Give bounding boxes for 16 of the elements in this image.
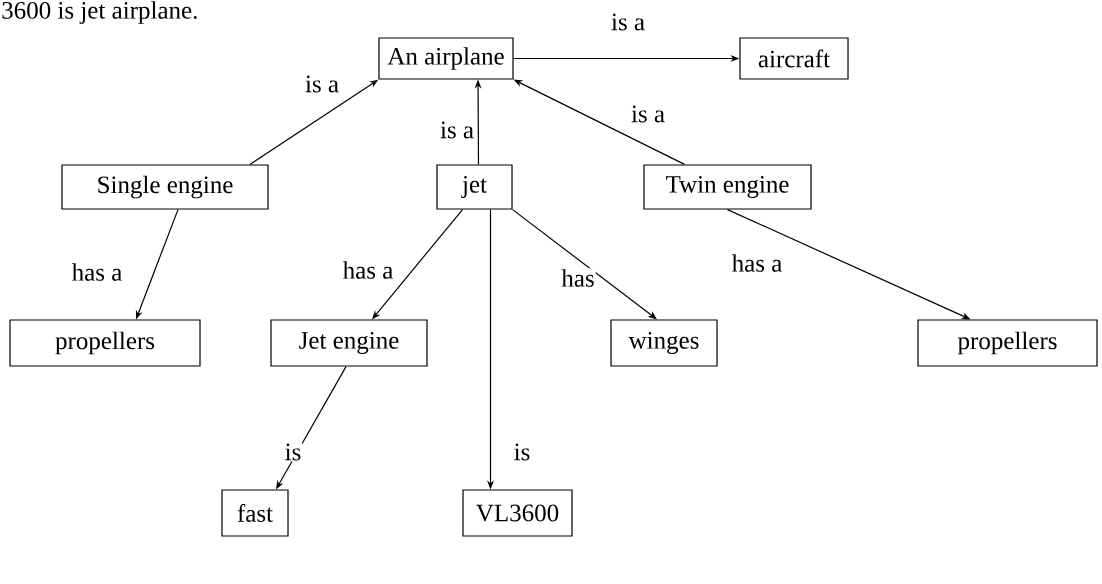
concept-box: Twin engine	[643, 164, 812, 210]
concept-box: Single engine	[61, 164, 269, 210]
edge-label: has a	[730, 253, 784, 273]
note-text: 3600 is jet airplane.	[2, 1, 197, 24]
concept-box: jet	[436, 164, 513, 210]
concept-box: aircraft	[739, 37, 849, 80]
concept-box: fast	[221, 489, 289, 537]
edge-label: has a	[70, 262, 124, 282]
concept-box: VL3600	[462, 489, 573, 537]
concept-box: propellers	[917, 319, 1098, 367]
concept-box: propellers	[9, 319, 201, 367]
concept-box: An airplane	[378, 37, 514, 80]
edge-label: has a	[341, 260, 395, 280]
concept-box: Jet engine	[270, 319, 428, 367]
edge-label: has	[560, 268, 596, 288]
concept-box: winges	[610, 319, 718, 367]
